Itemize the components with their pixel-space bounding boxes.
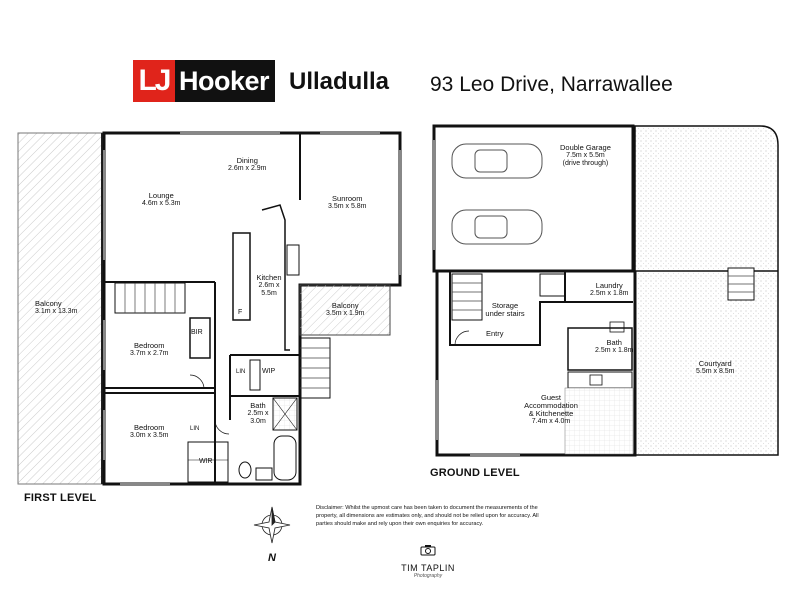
- first-level-plan: [17, 131, 402, 486]
- room-label-entry: Entry: [486, 329, 504, 338]
- label-lin-2: LIN: [190, 426, 200, 432]
- logo-wordmark: Hooker: [175, 60, 276, 102]
- photographer-subtitle: Photography: [413, 573, 443, 579]
- camera-icon: [420, 545, 436, 556]
- compass-north-letter: N: [268, 552, 276, 564]
- ground-level-title: GROUND LEVEL: [430, 467, 520, 479]
- label-wip: WIP: [262, 368, 276, 375]
- label-bir: BIR: [191, 329, 203, 336]
- office-name: Ulladulla: [289, 68, 390, 95]
- first-level-title: FIRST LEVEL: [24, 492, 97, 504]
- label-wir: WIR: [199, 458, 213, 465]
- compass-star-icon: [253, 506, 291, 544]
- label-lin-1: LIN: [236, 369, 246, 375]
- compass-rose: N: [252, 505, 292, 564]
- property-address: 93 Leo Drive, Narrawallee: [430, 73, 673, 96]
- photographer-credit: TIM TAPLIN Photography: [398, 543, 458, 579]
- label-fridge: F: [238, 309, 243, 316]
- balcony-main-area: [17, 132, 103, 485]
- room-label-storage: Storage under stairs: [485, 301, 525, 318]
- photographer-name: TIM TAPLIN: [401, 563, 455, 573]
- car-icons: [451, 143, 543, 245]
- lj-hooker-logo: LJ Hooker: [133, 60, 276, 102]
- logo-lj-mark: LJ: [133, 60, 175, 102]
- disclaimer-text: Disclaimer: Whilst the upmost care has b…: [316, 505, 539, 527]
- ground-level-plan: [432, 124, 779, 457]
